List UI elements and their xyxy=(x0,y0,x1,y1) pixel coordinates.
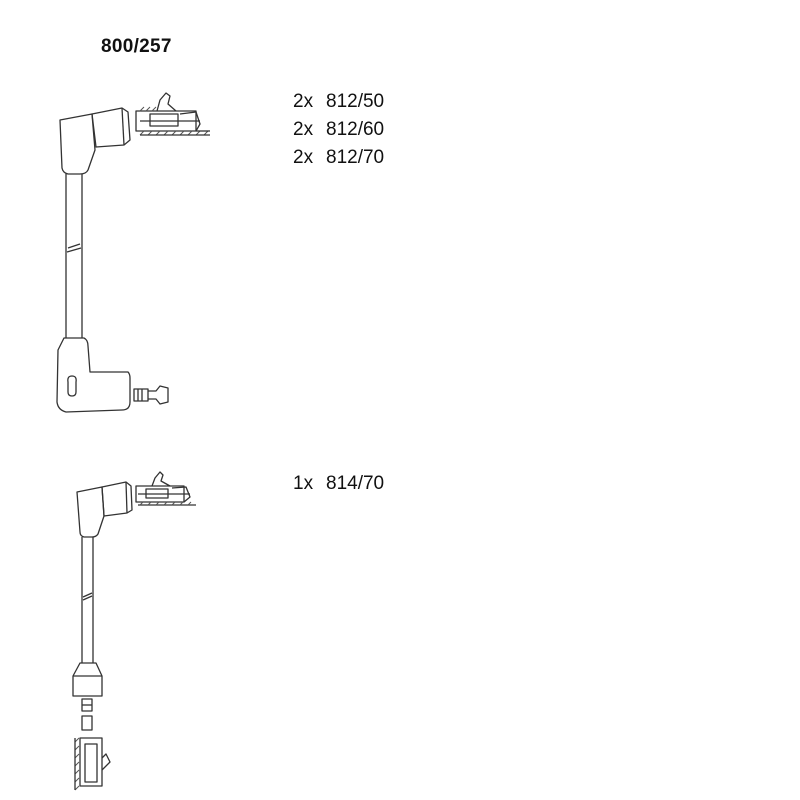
angled-boot-top xyxy=(76,486,105,538)
distributor-connector xyxy=(74,737,111,791)
terminal xyxy=(81,698,93,731)
angled-boot-bottom xyxy=(56,337,131,413)
terminal xyxy=(133,385,169,405)
straight-boot xyxy=(72,662,103,697)
part-number-title: 800/257 xyxy=(101,36,172,57)
mounting-hole xyxy=(67,375,77,397)
angled-boot-top xyxy=(59,113,96,175)
ignition-cable-2 xyxy=(72,471,196,791)
spark-plug-connector xyxy=(135,471,196,506)
spark-plug-connector xyxy=(135,92,210,136)
ignition-cable-1 xyxy=(56,92,210,413)
